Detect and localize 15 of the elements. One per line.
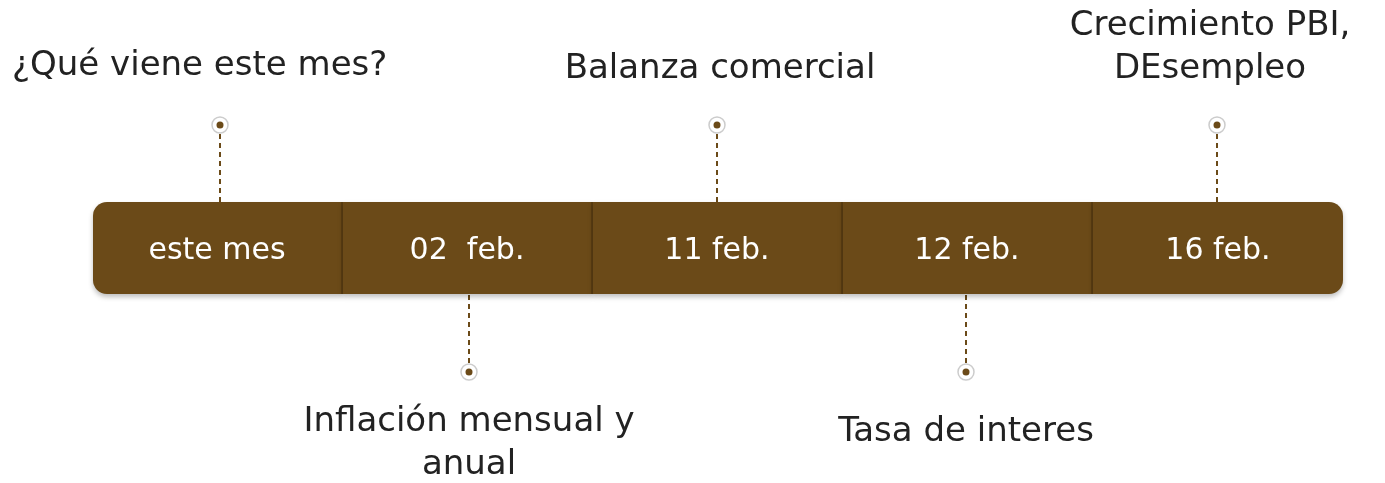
event-label: Inflación mensual y anual xyxy=(302,398,636,483)
leader-line xyxy=(460,293,478,381)
leader-line xyxy=(1208,116,1226,203)
timeline-segment: 02 feb. xyxy=(343,202,593,294)
heading-text: ¿Qué viene este mes? xyxy=(12,42,388,85)
timeline-segment: 11 feb. xyxy=(593,202,843,294)
timeline-segment: 12 feb. xyxy=(843,202,1093,294)
timeline-segment: este mes xyxy=(93,202,343,294)
event-label: Crecimiento PBI, DEsempleo xyxy=(1068,2,1352,87)
leader-line xyxy=(957,293,975,381)
event-label: Balanza comercial xyxy=(564,45,876,88)
leader-line xyxy=(708,116,726,203)
timeline-segment: 16 feb. xyxy=(1093,202,1343,294)
event-label: Tasa de interes xyxy=(838,407,1094,450)
leader-line xyxy=(211,116,229,203)
